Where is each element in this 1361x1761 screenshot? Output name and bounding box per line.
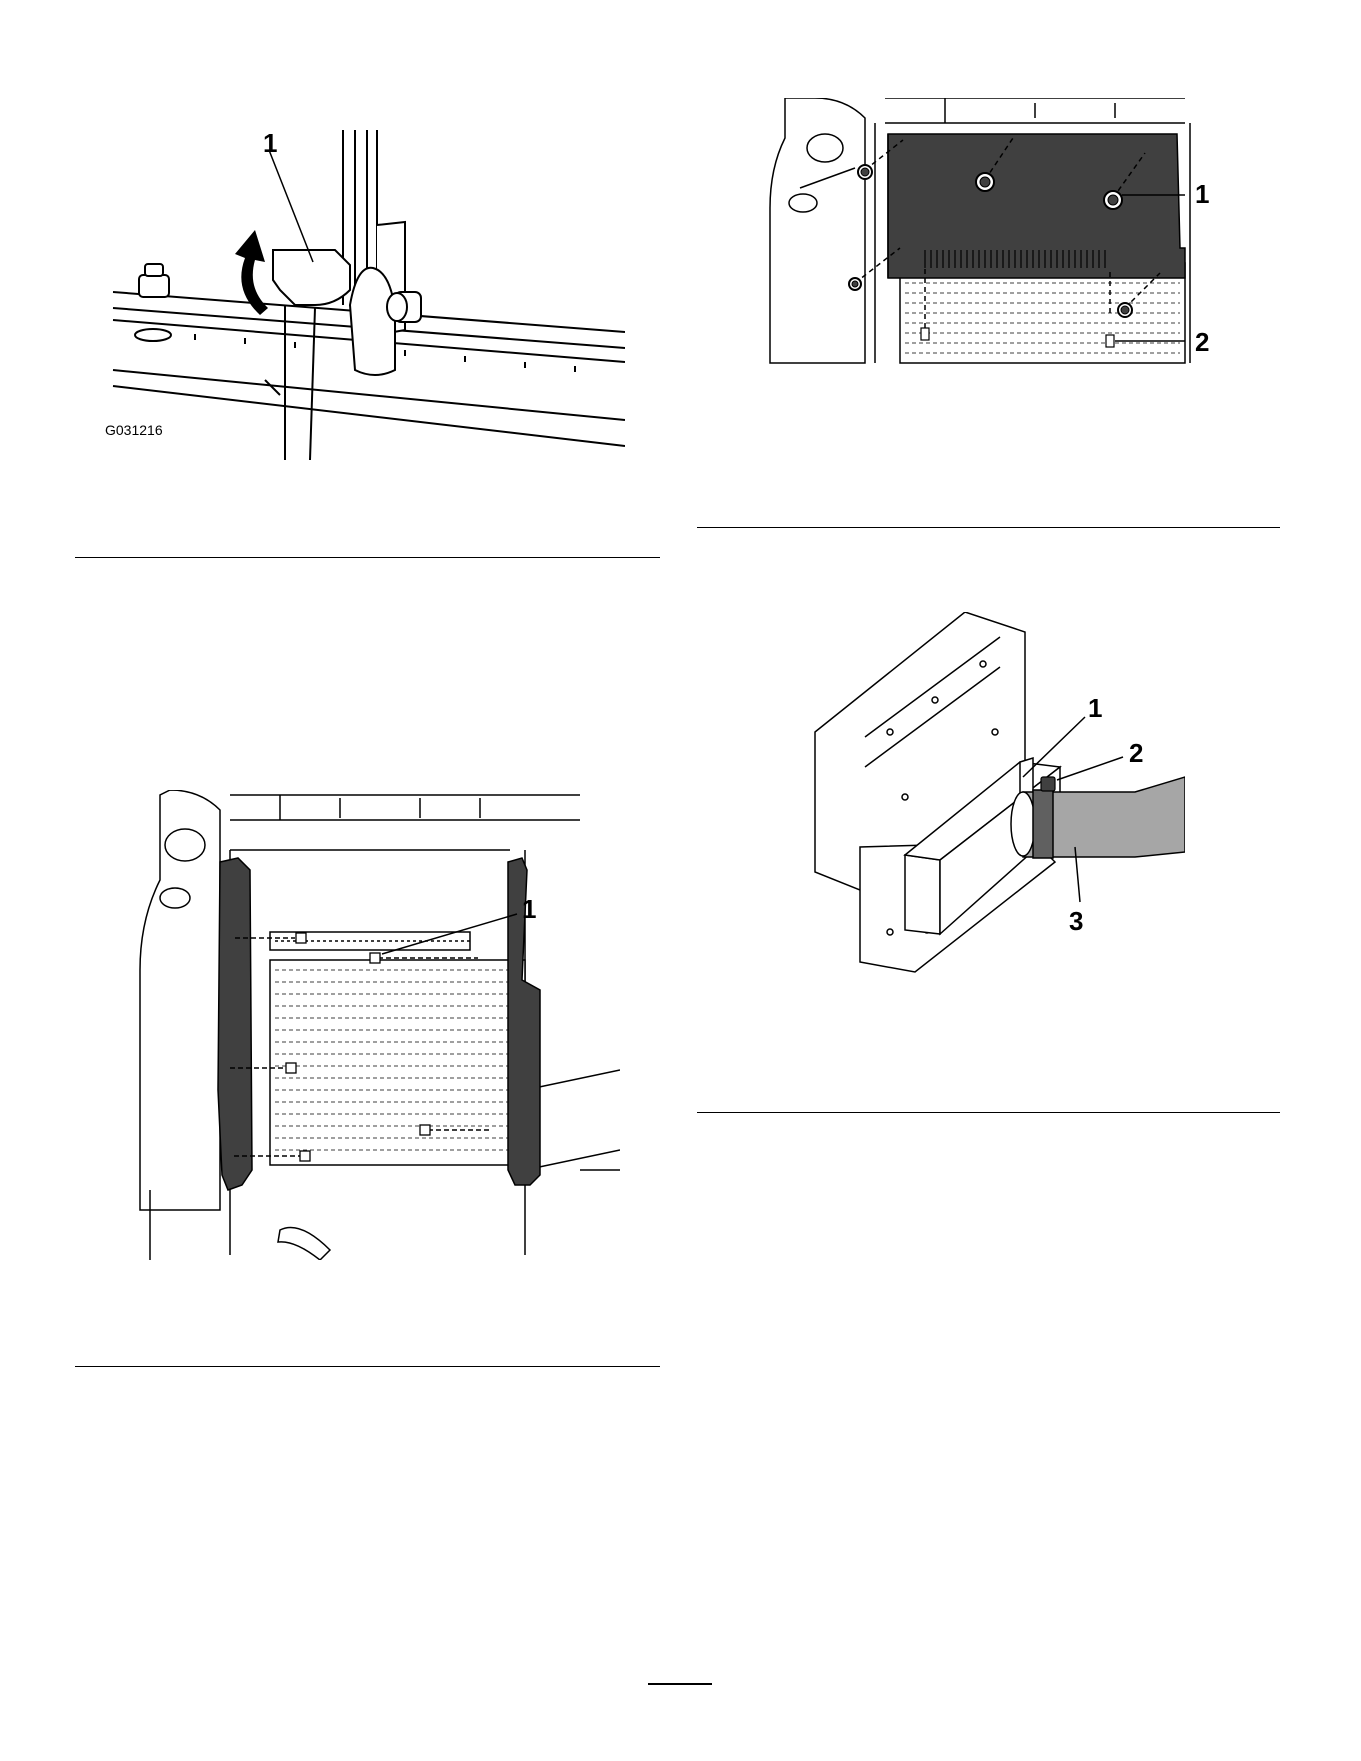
section-divider: [697, 527, 1280, 528]
callout-label: 1: [1195, 179, 1209, 209]
graphic-code: G031216: [105, 422, 163, 438]
callout-label: 2: [1195, 327, 1209, 357]
figure-hose-clamp: 1 2 3: [805, 612, 1185, 982]
callout-label: 3: [1069, 906, 1083, 936]
figure-side-panels-removal: 1: [130, 790, 620, 1260]
page-number-rule: [648, 1683, 712, 1685]
callout-label: 1: [522, 894, 536, 924]
section-divider: [75, 1366, 660, 1367]
figure-lever-release: 1 G031216: [105, 130, 625, 460]
section-divider: [75, 557, 660, 558]
callout-label: 2: [1129, 738, 1143, 768]
figure-top-cover-removal: 1 2: [745, 98, 1245, 388]
section-divider: [697, 1112, 1280, 1113]
callout-label: 1: [263, 130, 277, 158]
callout-label: 1: [1088, 693, 1102, 723]
